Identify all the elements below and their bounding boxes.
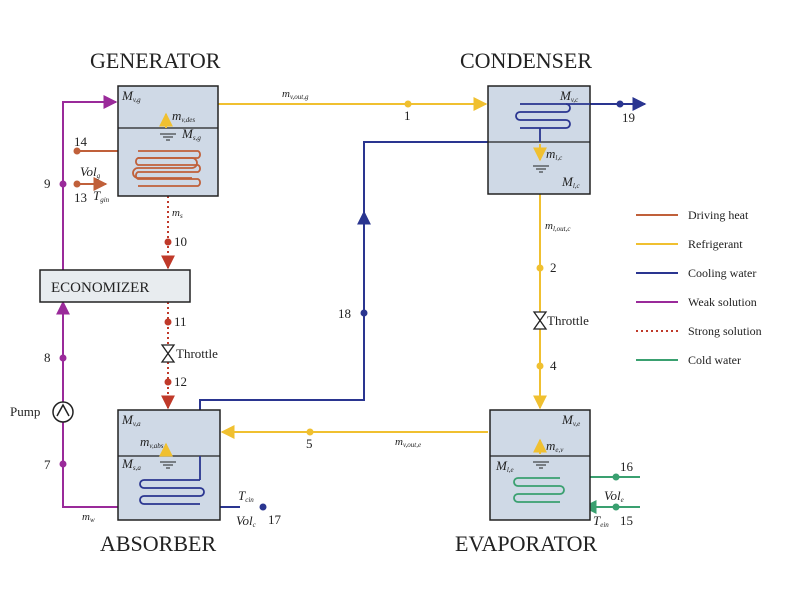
state-5: 5: [306, 436, 313, 451]
legend-cooling-water: Cooling water: [688, 266, 756, 280]
state-point-dots: [59, 100, 624, 511]
gen-ms-label: Ms,g: [181, 126, 201, 142]
abs-vol-label: Volc: [236, 513, 257, 529]
gen-mvdes-label: mv,des: [172, 108, 195, 124]
pump-icon: [52, 401, 74, 423]
pump-label: Pump: [10, 404, 40, 419]
con-ml-label: ml,c: [546, 146, 563, 162]
legend-strong-solution: Strong solution: [688, 324, 762, 338]
legend-refrigerant: Refrigerant: [688, 237, 743, 251]
generator-title: GENERATOR: [90, 48, 221, 73]
state-8: 8: [44, 350, 51, 365]
state-7: 7: [44, 457, 51, 472]
state-13: 13: [74, 190, 87, 205]
legend-weak-solution: Weak solution: [688, 295, 757, 309]
throttle-label-solution: Throttle: [176, 346, 218, 361]
flow-ms: ms: [172, 207, 183, 220]
evaporator-box: [489, 409, 591, 521]
absorber-box: [117, 409, 221, 521]
absorber-title: ABSORBER: [100, 531, 216, 556]
legend-cold-water: Cold water: [688, 353, 741, 367]
state-15: 15: [620, 513, 633, 528]
throttle-valve-refrigerant: [532, 311, 548, 330]
condenser-box: [487, 85, 591, 195]
gen-mv-label: Mv,g: [121, 88, 141, 104]
state-4: 4: [550, 358, 557, 373]
state-19: 19: [622, 110, 635, 125]
eva-tin-label: Tein: [593, 513, 609, 529]
eva-me-label: me,v: [546, 438, 564, 454]
generator-coil: [132, 157, 198, 179]
legend: Driving heat Refrigerant Cooling water W…: [636, 208, 762, 367]
state-17: 17: [268, 512, 282, 527]
condenser-title: CONDENSER: [460, 48, 592, 73]
generator-box: [117, 85, 219, 197]
state-9: 9: [44, 176, 51, 191]
refrigerant-lines: [218, 97, 547, 439]
eva-Ml-label: Ml,e: [495, 458, 514, 474]
state-18: 18: [338, 306, 351, 321]
abs-mvabs-label: mv,abs: [140, 434, 164, 450]
eva-vol-label: Vole: [604, 488, 624, 504]
throttle-valve-solution: [160, 344, 176, 363]
state-12: 12: [174, 374, 187, 389]
flow-ml-out-c: ml,out,c: [545, 220, 571, 233]
state-14: 14: [74, 134, 88, 149]
flow-mv-out-e: mv,out,e: [395, 436, 421, 449]
eva-mv-label: Mv,e: [561, 412, 580, 428]
state-1: 1: [404, 108, 411, 123]
abs-mv-label: Mv,a: [121, 412, 141, 428]
absorber-coil: [139, 479, 205, 505]
state-10: 10: [174, 234, 187, 249]
condenser-coil: [515, 103, 571, 129]
con-Ml-label: Ml,c: [561, 174, 581, 190]
legend-driving-heat: Driving heat: [688, 208, 749, 222]
evaporator-coil: [513, 477, 565, 503]
evaporator-title: EVAPORATOR: [455, 531, 598, 556]
abs-tin-label: Tcin: [238, 488, 254, 504]
throttle-label-refrigerant: Throttle: [547, 313, 589, 328]
gen-vol-label: Volg: [80, 164, 101, 180]
economizer-box: [39, 269, 191, 303]
abs-ms-label: Ms,a: [121, 456, 141, 472]
economizer-label: ECONOMIZER: [51, 280, 149, 296]
flow-mv-out-g: mv,out,g: [282, 88, 309, 101]
state-11: 11: [174, 314, 187, 329]
state-16: 16: [620, 459, 634, 474]
gen-tin-label: Tgin: [93, 188, 110, 204]
weak-solution-lines: [56, 95, 118, 508]
state-2: 2: [550, 260, 557, 275]
flow-mw: mw: [82, 511, 95, 524]
con-mv-label: Mv,c: [559, 88, 579, 104]
